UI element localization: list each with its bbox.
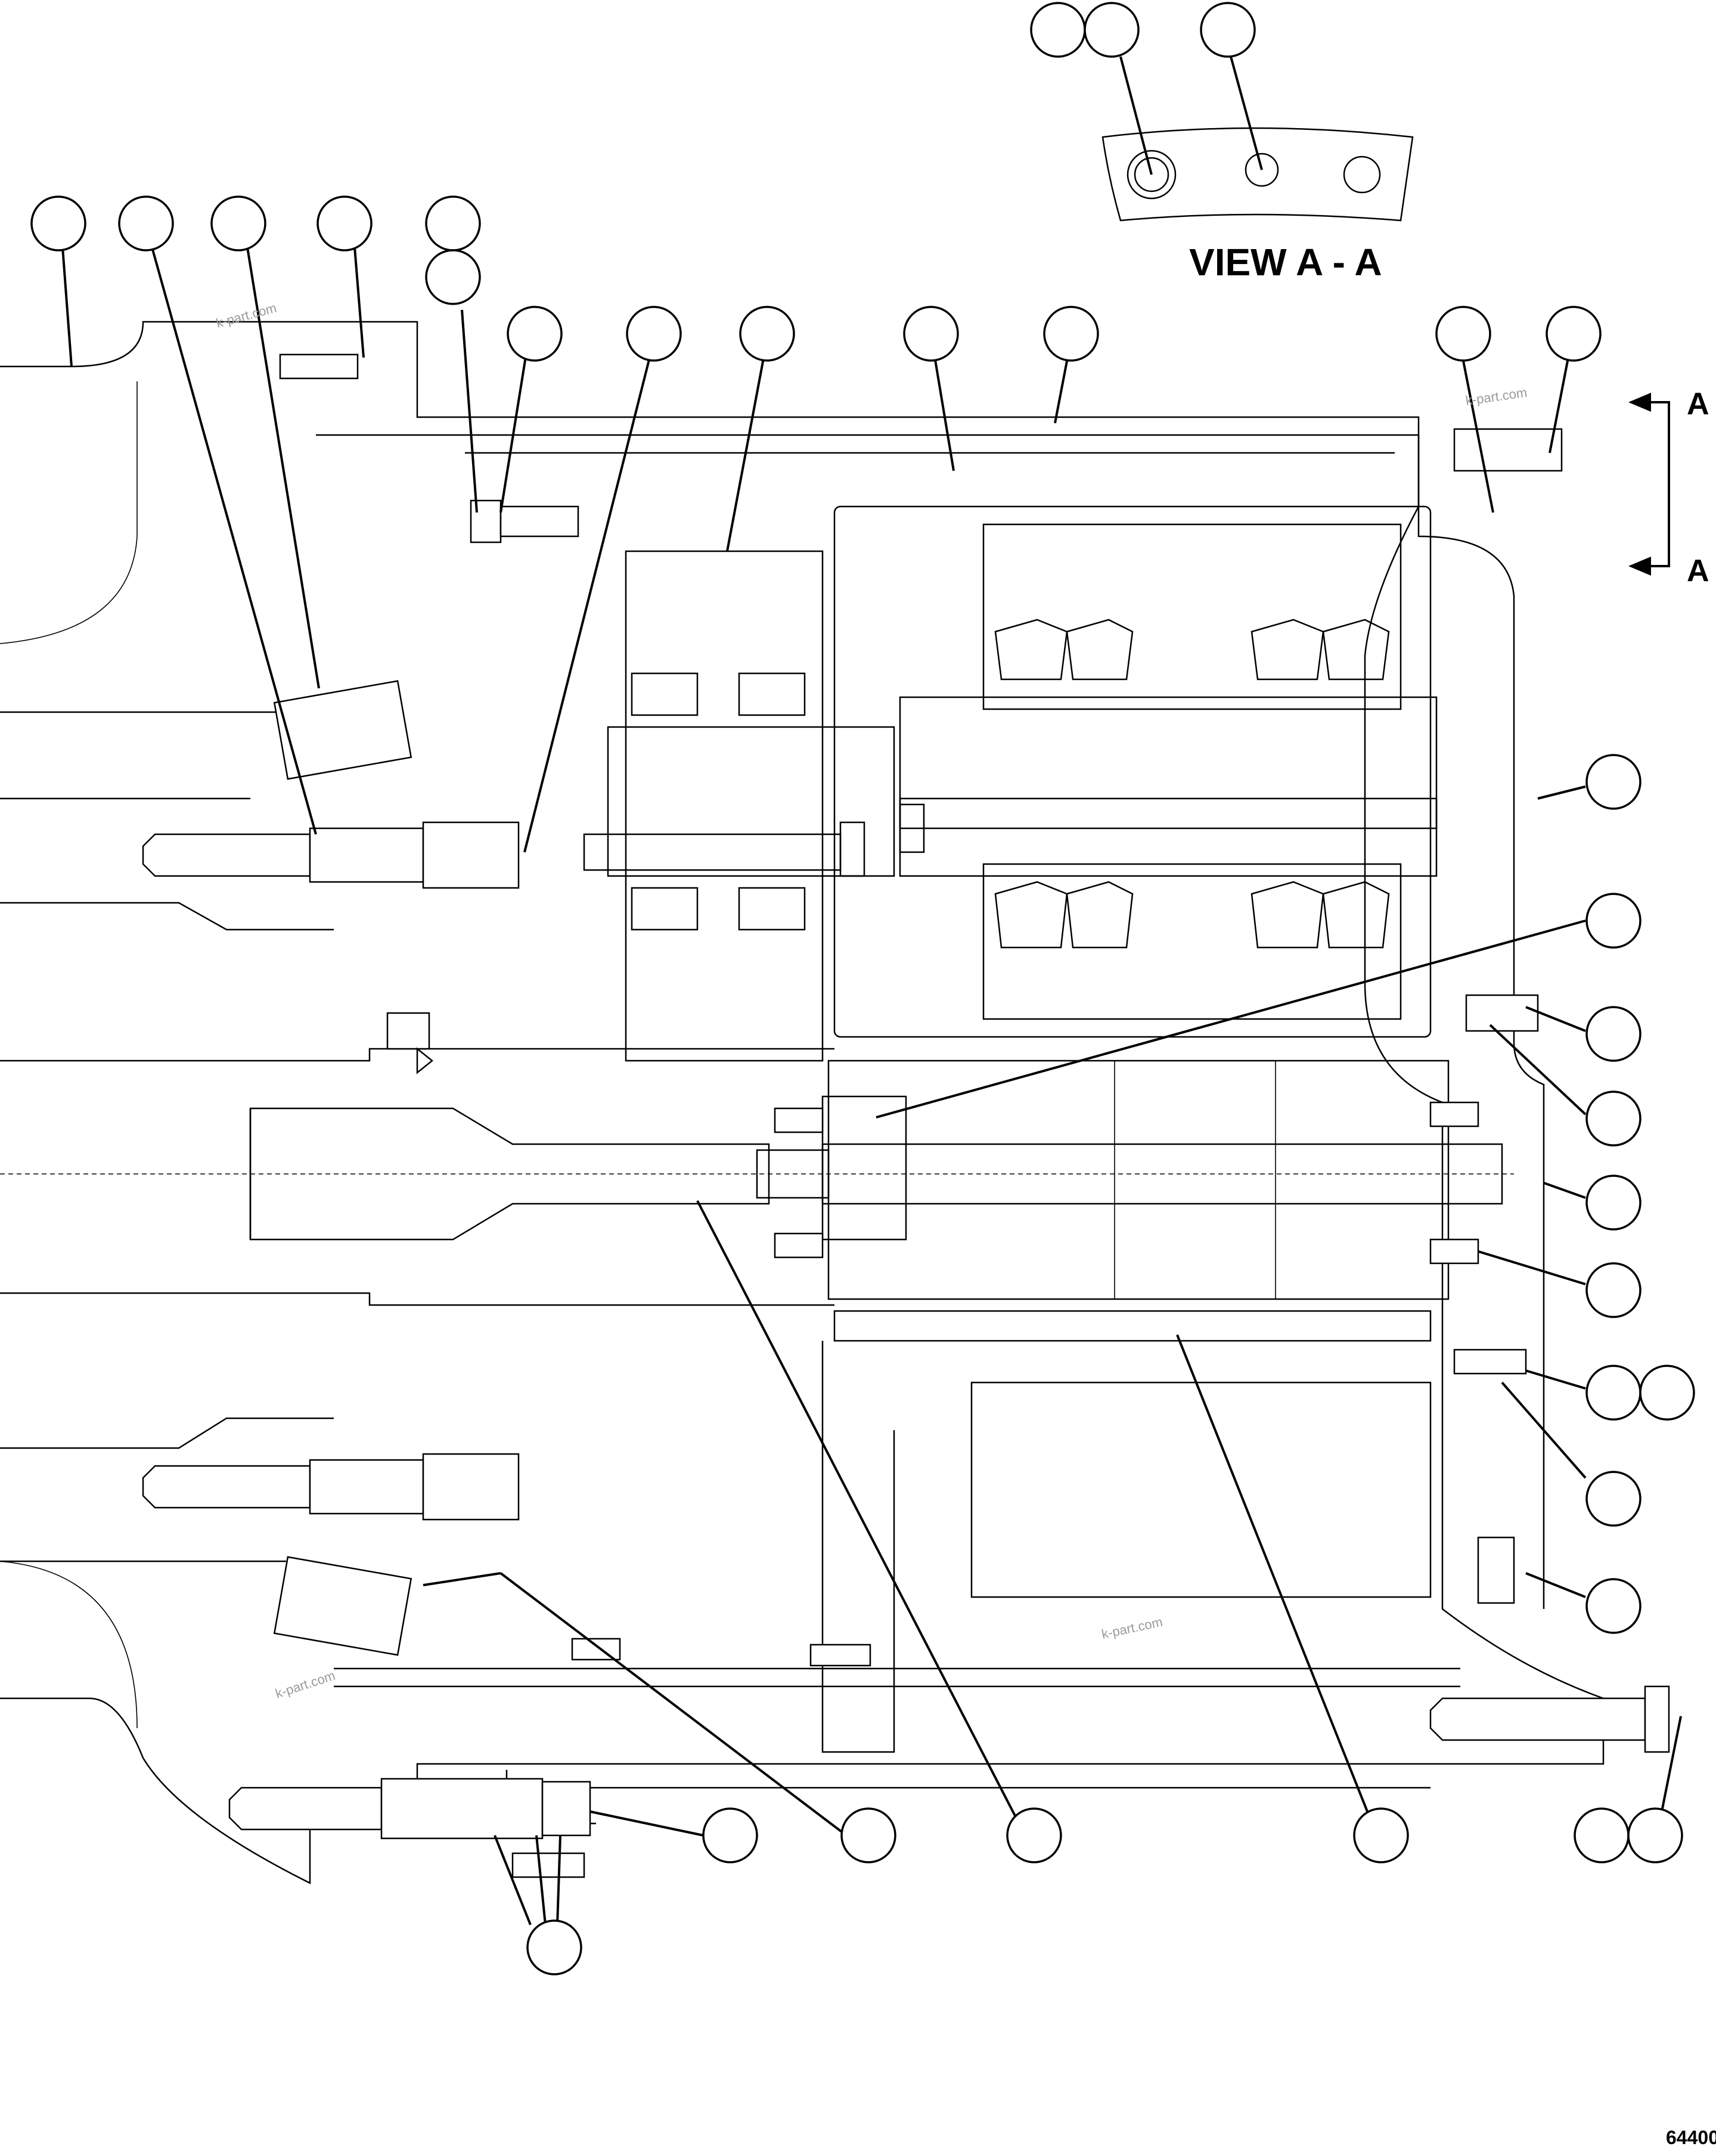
callout-balloon	[1585, 1175, 1641, 1231]
central-shaft	[0, 1060, 1514, 1753]
callout-balloon	[1435, 306, 1491, 362]
callout-balloon	[1585, 1006, 1641, 1062]
callout-balloon	[1585, 1578, 1641, 1634]
callout-balloon	[1585, 1471, 1641, 1527]
callout-balloon	[1200, 2, 1256, 58]
callout-balloon	[526, 1919, 582, 1975]
section-letter-bottom: A	[1687, 554, 1709, 588]
callout-balloon	[840, 1807, 896, 1863]
watermark-3: k-part.com	[1100, 1614, 1164, 1642]
callout-balloon	[1585, 1365, 1641, 1421]
figure-number: 64400	[1666, 2127, 1716, 2148]
callout-balloon	[1353, 1807, 1409, 1863]
callout-balloon	[1030, 2, 1086, 58]
watermark-1: k-part.com	[215, 300, 278, 331]
callout-balloon	[1585, 1262, 1641, 1318]
callout-balloon	[1627, 1807, 1683, 1863]
watermark-4: k-part.com	[274, 1668, 337, 1701]
callout-balloons	[30, 2, 1695, 1975]
callout-balloon	[507, 306, 563, 362]
callout-balloon	[30, 195, 86, 251]
view-a-a-title: VIEW A - A	[1189, 241, 1382, 284]
callout-balloon	[316, 195, 373, 251]
callout-balloon	[118, 195, 174, 251]
callout-balloon	[210, 195, 266, 251]
callout-balloon	[739, 306, 795, 362]
watermark-2: k-part.com	[1464, 385, 1528, 408]
callout-balloon	[702, 1807, 758, 1863]
callout-balloon	[1585, 893, 1641, 949]
callout-balloon	[1639, 1365, 1695, 1421]
bearing-housing-upper	[583, 505, 1438, 1062]
section-arrow-top	[1628, 393, 1670, 576]
callout-balloon	[626, 306, 682, 362]
view-a-a-inset	[1101, 127, 1414, 222]
housing-outline	[0, 321, 1605, 1885]
section-letter-top: A	[1687, 387, 1709, 421]
hardware-fasteners	[142, 353, 1670, 1878]
leader-lines	[61, 56, 1682, 1925]
callout-balloon	[1043, 306, 1099, 362]
callout-balloon	[425, 195, 481, 251]
callout-balloon	[1006, 1807, 1062, 1863]
callout-balloon	[903, 306, 959, 362]
callout-balloon	[1084, 2, 1140, 58]
callout-balloon	[1574, 1807, 1630, 1863]
callout-balloon	[1585, 754, 1641, 810]
callout-balloon	[1585, 1091, 1641, 1147]
callout-balloon	[425, 249, 481, 305]
callout-balloon	[1546, 306, 1602, 362]
